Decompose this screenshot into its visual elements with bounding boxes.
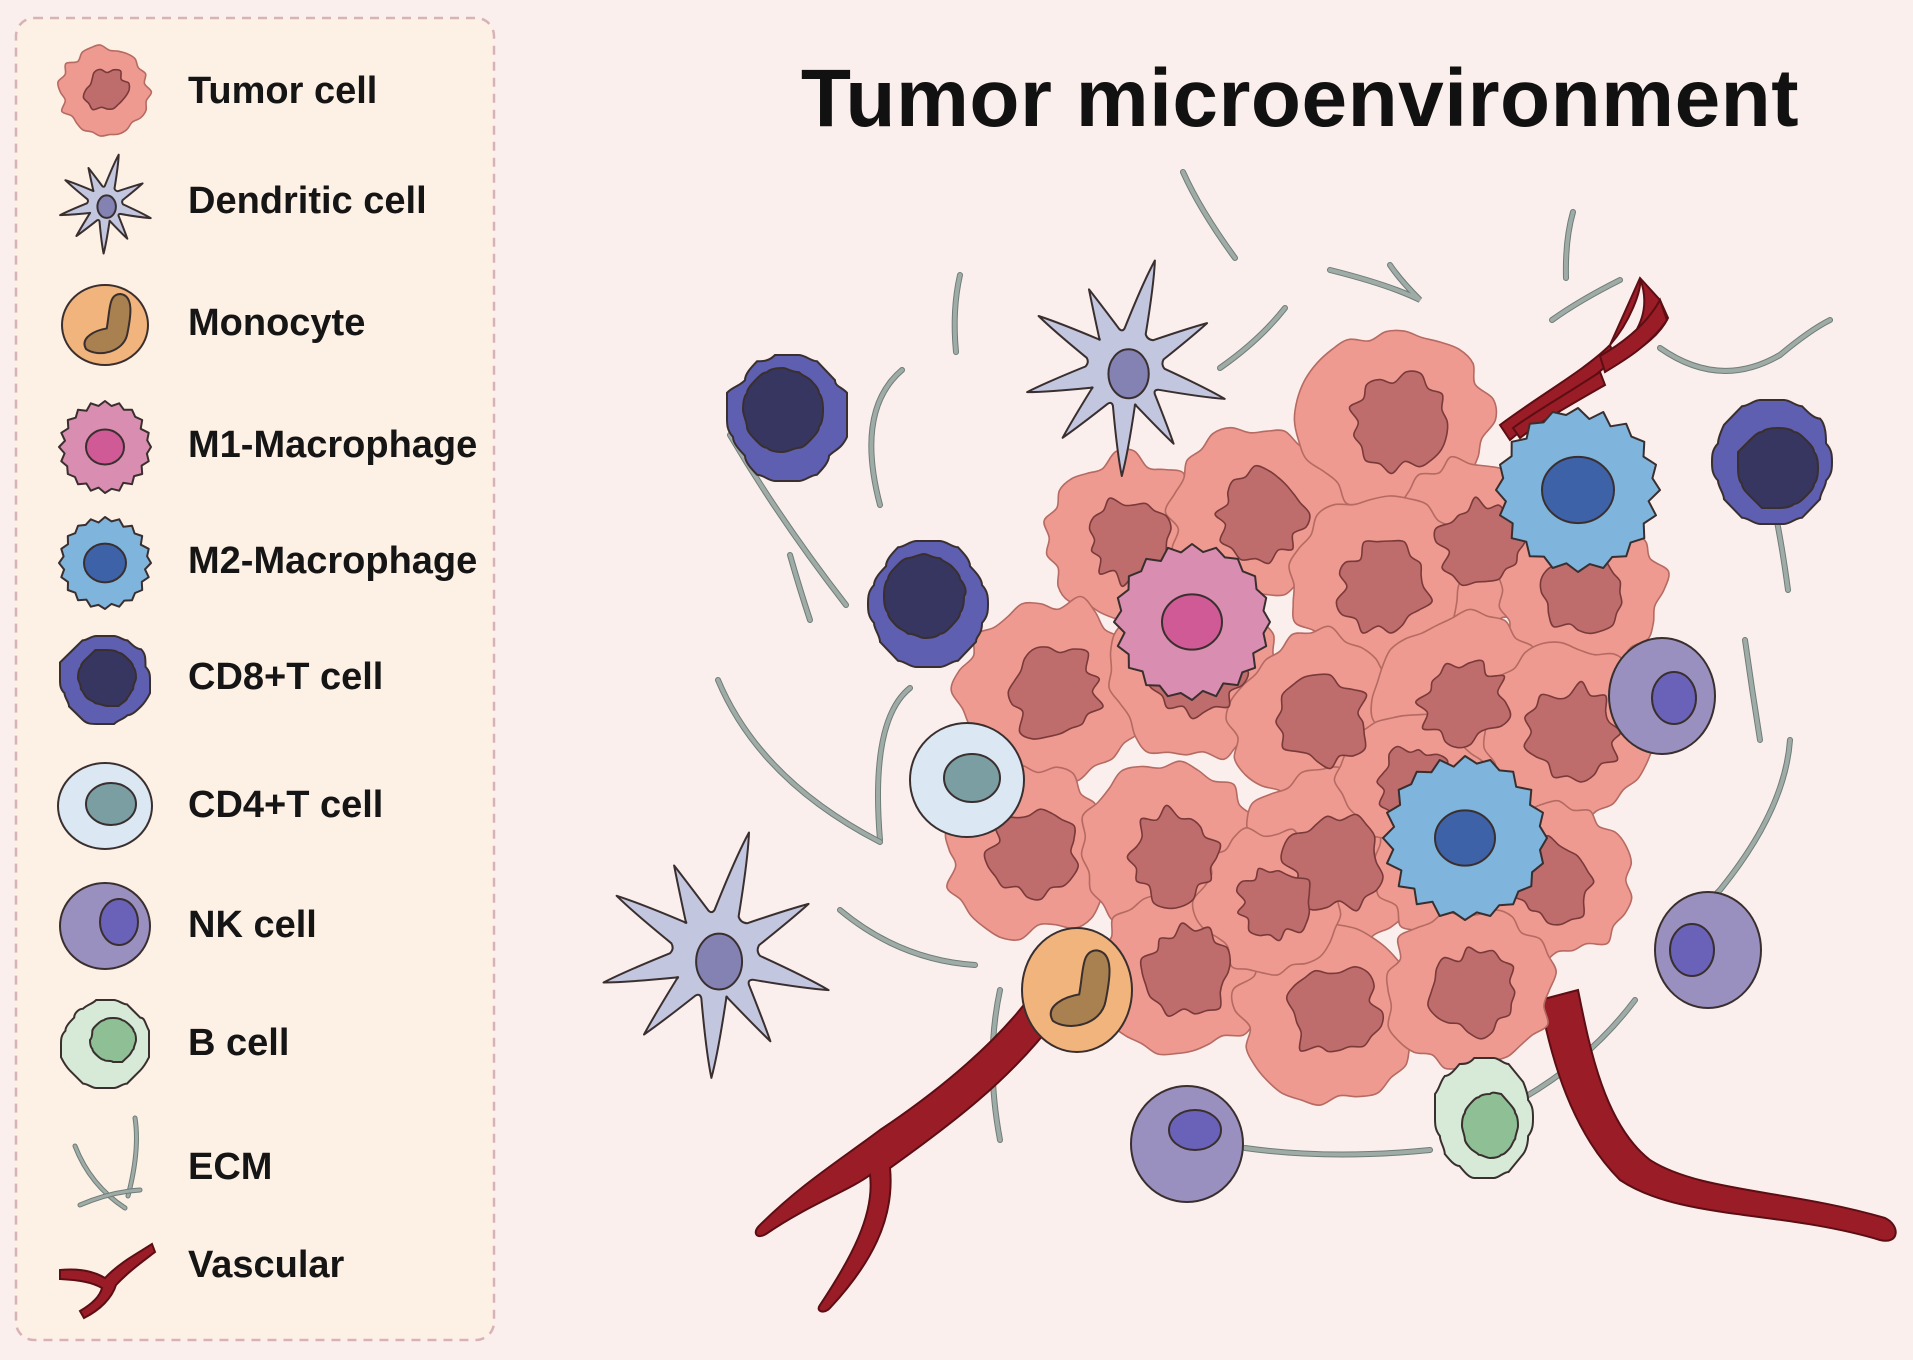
cd8-t-cell-icon (59, 635, 152, 726)
tumor-cell-nucleus (983, 808, 1080, 901)
ecm-fiber (716, 678, 882, 844)
cd4-t-cell (909, 722, 1025, 838)
tumor-cell-nucleus (1126, 804, 1222, 910)
nk-cell-icon (59, 882, 151, 970)
nk-cell (1130, 1085, 1244, 1203)
ecm-fiber (1743, 638, 1762, 742)
diagram-title: Tumor microenvironment (800, 53, 1800, 144)
ecm-fiber (1243, 1146, 1432, 1157)
b-cell (1434, 1057, 1534, 1179)
vessel-bottom-right (1538, 988, 1897, 1242)
dendritic-cell-icon (59, 153, 152, 255)
ecm-fiber (1563, 210, 1575, 280)
monocyte (1021, 927, 1133, 1053)
vessel-top-right-branch (1598, 297, 1669, 374)
tumor-cell-nucleus (1139, 922, 1232, 1018)
m1-macrophage (1113, 543, 1271, 701)
b-cell-icon (60, 998, 151, 1089)
vascular-icon (59, 1242, 157, 1320)
tumor-cell-nucleus (1235, 867, 1311, 942)
dendritic-cell (602, 831, 830, 1079)
legend-label-m1-macrophage: M1-Macrophage (188, 424, 478, 466)
vessel-bottom-left (754, 988, 1057, 1313)
tumor-cell-nucleus (1214, 464, 1311, 565)
legend-icons (57, 44, 157, 1320)
legend-label-cd8-t-cell: CD8+T cell (188, 656, 384, 698)
tumor-cell-nucleus (1275, 673, 1368, 770)
legend-label-tumor-cell: Tumor cell (188, 70, 378, 112)
legend-label-cd4-t-cell: CD4+T cell (188, 784, 384, 826)
ecm-fiber (728, 433, 848, 607)
ecm-icon (72, 1115, 143, 1211)
cd8-t-cell (867, 539, 989, 668)
ecm-fiber (1328, 263, 1422, 302)
ecm-icon-fiber (73, 1144, 127, 1210)
tumor-cell-nucleus (1415, 659, 1512, 749)
monocyte-icon (61, 284, 149, 366)
m1-macrophage-icon (58, 400, 152, 494)
immune-cells (602, 259, 1833, 1203)
ecm-fiber (1658, 318, 1832, 373)
legend-label-nk-cell: NK cell (188, 904, 317, 946)
nk-cell (1608, 637, 1716, 755)
legend-label-monocyte: Monocyte (188, 302, 366, 344)
legend-label-vascular: Vascular (188, 1244, 345, 1286)
tumor-cell-nucleus (1348, 370, 1449, 475)
m2-macrophage (1495, 407, 1661, 573)
m2-macrophage-icon (58, 516, 152, 610)
ecm-fiber (1218, 306, 1287, 370)
ecm-fiber (788, 553, 812, 622)
cd4-t-cell-icon (57, 762, 153, 850)
ecm-icon-fiber (78, 1188, 142, 1207)
ecm-fiber (1550, 278, 1622, 322)
tumor-cell-nucleus (1285, 965, 1385, 1053)
legend-label-m2-macrophage: M2-Macrophage (188, 540, 478, 582)
nk-cell (1654, 891, 1762, 1009)
legend-label-ecm: ECM (188, 1146, 273, 1188)
tumor-cell-nucleus (1427, 946, 1516, 1040)
blood-vessels (754, 276, 1897, 1313)
ecm-fiber (869, 368, 904, 507)
cd8-t-cell (1711, 399, 1833, 525)
ecm-icon-fiber (126, 1116, 138, 1198)
dendritic-cell (1026, 259, 1226, 477)
legend-label-dendritic-cell: Dendritic cell (188, 180, 427, 222)
tumor-cell-icon (57, 44, 153, 137)
ecm-fiber (1181, 170, 1237, 260)
legend-label-b-cell: B cell (188, 1022, 290, 1064)
m2-macrophage (1382, 755, 1548, 921)
tumor-cell-nucleus (1007, 646, 1104, 740)
tumor-cell-nucleus (1433, 496, 1527, 587)
ecm-fiber (838, 908, 977, 967)
ecm-fiber (952, 273, 962, 354)
tumor-cell-nucleus (1335, 539, 1433, 634)
ecm-fiber (876, 686, 912, 842)
tumor-cell-nucleus (1523, 680, 1622, 783)
cd8-t-cell (726, 354, 848, 482)
